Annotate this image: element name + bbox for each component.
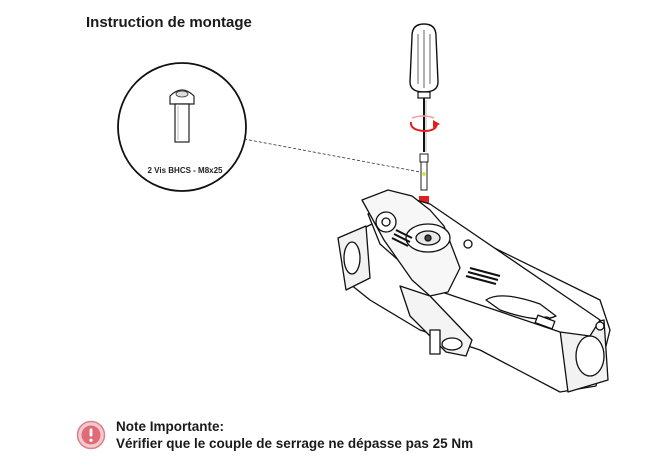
note-heading: Note Importante: [116,419,224,434]
mechanical-assembly [337,189,611,393]
page-title: Instruction de montage [86,14,252,31]
rotation-arrow-icon [409,115,440,133]
exclamation-icon [76,420,106,450]
screwdriver-icon [409,23,439,152]
bolt-callout-label: 2 Vis BHCS - M8x25 [147,166,223,175]
bolt-inserted-icon [419,153,429,191]
leader-line [243,138,421,173]
important-note: Note Importante: Vérifier que le couple … [116,418,473,452]
note-body: Vérifier que le couple de serrage ne dép… [116,436,474,451]
bolt-icon [169,89,195,143]
bolt-callout [117,62,247,192]
